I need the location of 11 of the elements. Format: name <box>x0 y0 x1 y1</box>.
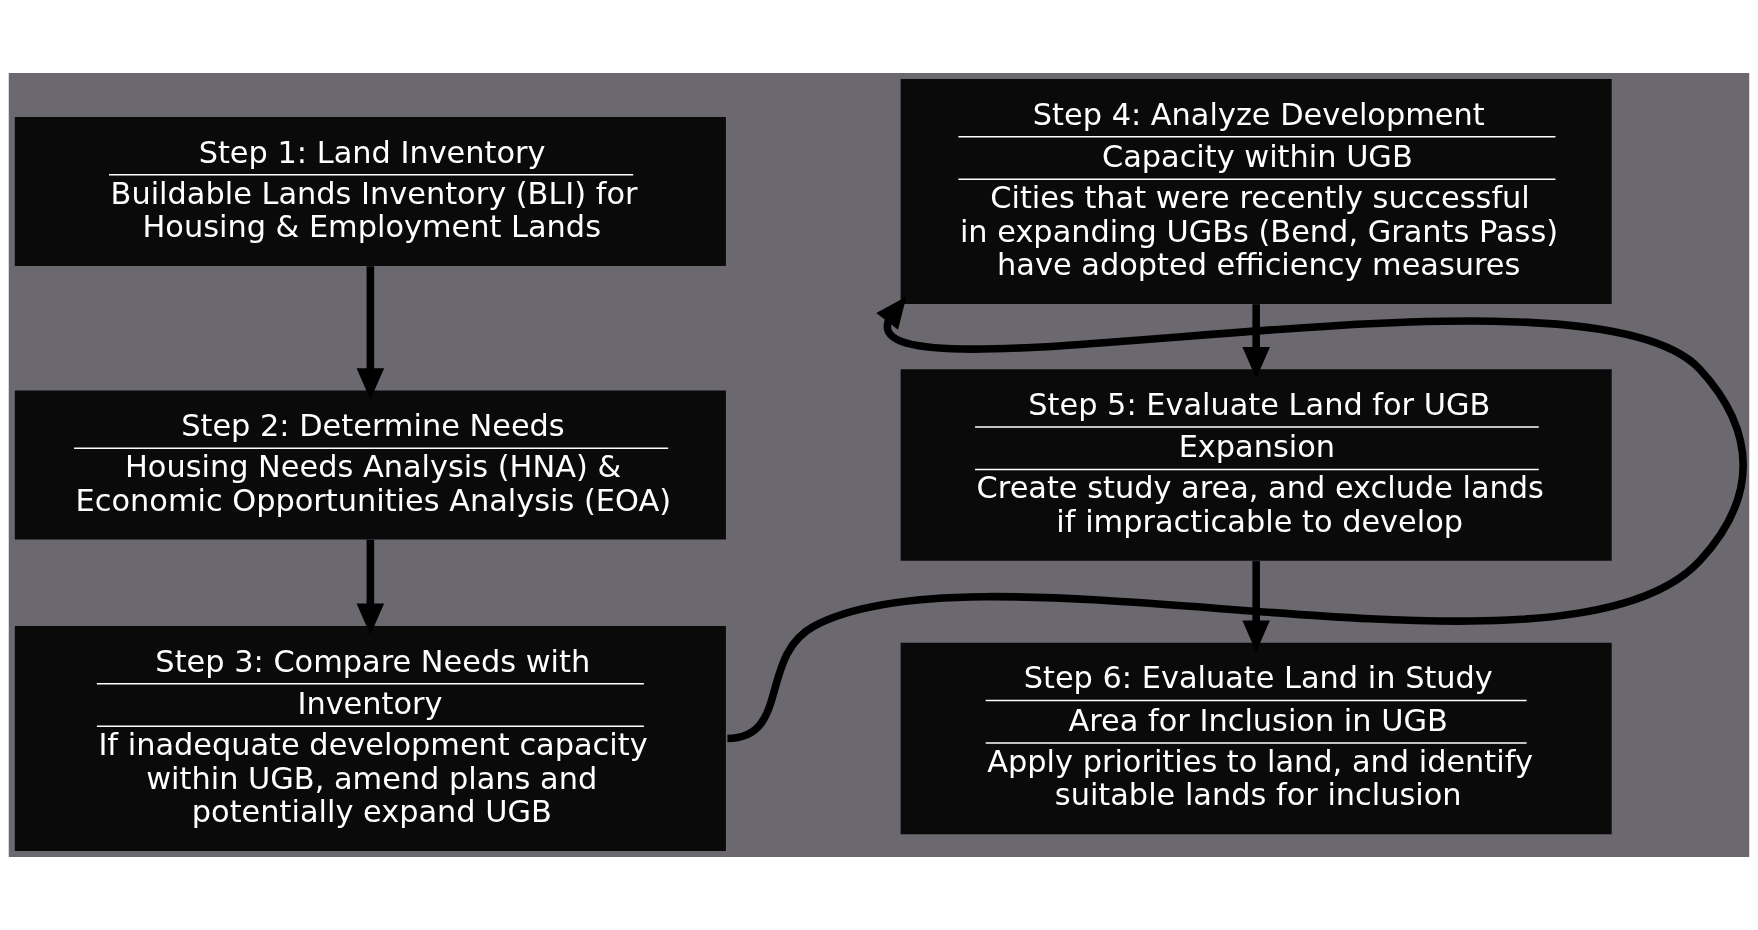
node-box: Step 3: Compare Needs with Inventory If inadequate development capacity within UGB, amend plans and potentially expand UGB <box>14 626 726 851</box>
node-box: Step 5: Evaluate Land for UGB Expansion Create study area, and exclude lands if impracticable to develop <box>900 369 1612 561</box>
arrow <box>356 539 385 636</box>
arrow <box>356 266 385 400</box>
node-box: Step 2: Determine Needs Housing Needs Analysis (HNA) & Economic Opportunities Analysis (EOA) <box>14 390 726 540</box>
arrow <box>1242 561 1270 652</box>
arrow <box>1242 304 1270 379</box>
node-box: Step 1: Land Inventory Buildable Lands Inventory (BLI) for Housing & Employment Lands <box>14 117 726 266</box>
node-box: Step 4: Analyze Development Capacity within UGB Cities that were recently successful in expanding UGBs (Bend, Grants Pass) have adopted efficiency measures <box>900 79 1612 304</box>
arrow <box>726 296 1747 743</box>
node-box: Step 6: Evaluate Land in Study Area for Inclusion in UGB Apply priorities to land, and identify suitable lands for inclusion <box>900 642 1612 835</box>
